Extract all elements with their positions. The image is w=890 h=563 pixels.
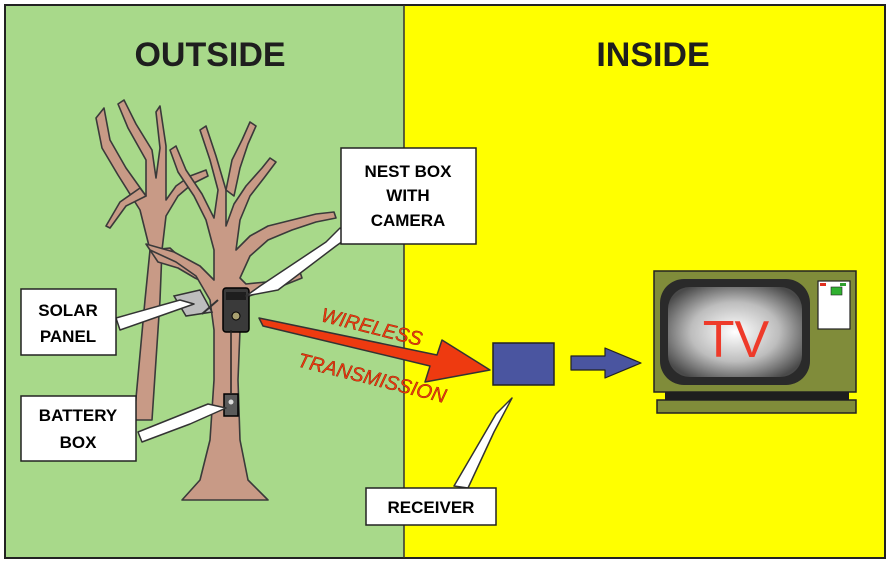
battery-box-line-1: BATTERY <box>39 406 118 425</box>
battery-box-pointer <box>137 403 227 443</box>
label-receiver: RECEIVER <box>365 487 497 526</box>
receiver-to-tv-arrow <box>570 347 642 379</box>
nest-box-line-3: CAMERA <box>371 211 446 230</box>
receiver-box <box>492 342 555 386</box>
label-battery-box: BATTERY BOX <box>20 395 137 462</box>
frame <box>4 4 886 559</box>
nest-box-line-2: WITH <box>386 186 429 205</box>
outside-heading: OUTSIDE <box>134 36 285 74</box>
transmission-arrow <box>258 317 491 383</box>
nest-box-graphic <box>222 287 250 333</box>
tv-screen-text: TV <box>703 311 770 369</box>
solar-panel-pointer <box>115 299 195 331</box>
battery-box-graphic <box>223 330 239 417</box>
tv-screen <box>668 287 802 377</box>
solar-panel-line-2: PANEL <box>40 327 96 346</box>
tv-base <box>665 392 849 400</box>
pointer-arrows <box>115 227 513 489</box>
label-nest-box: NEST BOX WITH CAMERA <box>340 147 477 245</box>
solar-panel-line-1: SOLAR <box>38 301 98 320</box>
nest-box-line-1: NEST BOX <box>365 162 453 181</box>
tv-graphic: TV <box>653 270 857 414</box>
inside-heading: INSIDE <box>596 36 709 74</box>
label-solar-panel: SOLAR PANEL <box>20 288 117 356</box>
receiver-label-text: RECEIVER <box>388 498 475 517</box>
battery-box-line-2: BOX <box>60 433 98 452</box>
tv-stand <box>656 399 857 414</box>
